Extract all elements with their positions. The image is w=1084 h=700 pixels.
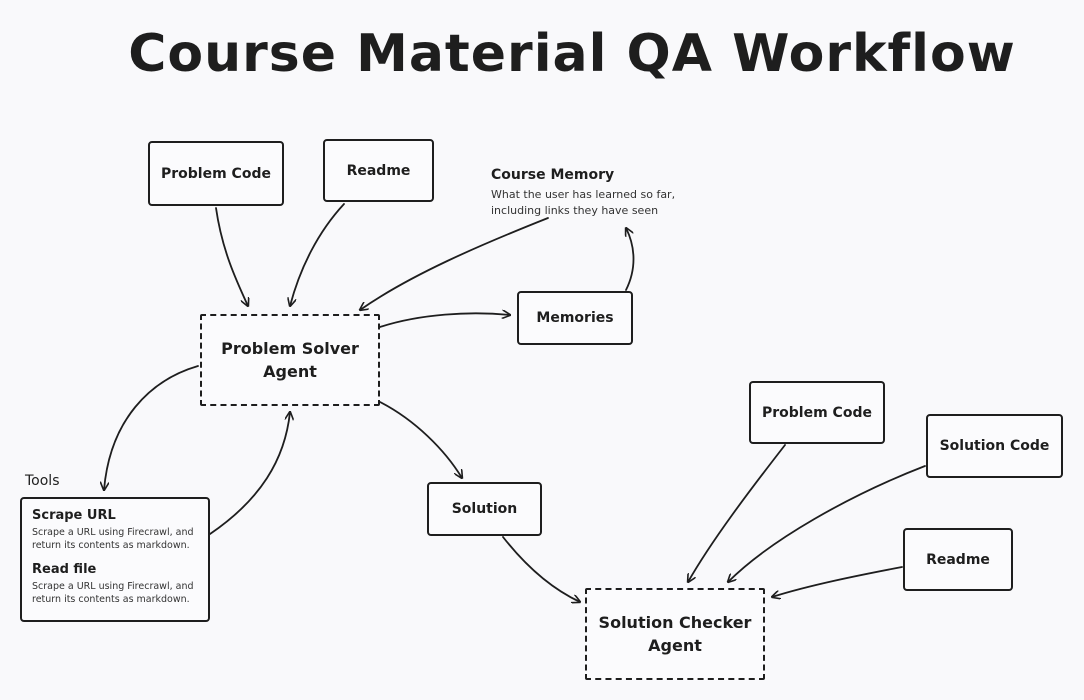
node-memories[interactable]: Memories: [517, 291, 633, 345]
tools-panel: Scrape URL Scrape a URL using Firecrawl,…: [20, 497, 210, 622]
node-solution-checker-agent[interactable]: Solution Checker Agent: [585, 588, 765, 680]
node-problem-code-top[interactable]: Problem Code: [148, 141, 284, 206]
arrow-coursememory-to-solver: [360, 217, 549, 310]
tools-heading: Tools: [25, 473, 60, 489]
node-readme-top[interactable]: Readme: [323, 139, 434, 202]
arrow-solver-to-solution: [379, 401, 462, 478]
node-readme-right[interactable]: Readme: [903, 528, 1013, 591]
arrow-tools-to-solver: [209, 412, 290, 535]
arrow-readme-to-solver: [290, 203, 345, 306]
tool-description: Scrape a URL using Firecrawl, and return…: [32, 580, 194, 605]
course-memory-heading: Course Memory: [491, 167, 615, 183]
arrow-solver-to-tools: [104, 365, 199, 490]
node-solution-code[interactable]: Solution Code: [926, 414, 1063, 478]
diagram-title: Course Material QA Workflow: [128, 24, 1016, 84]
node-problem-solver-agent[interactable]: Problem Solver Agent: [200, 314, 380, 406]
arrow-problemcode-to-solver: [215, 207, 248, 306]
course-memory-description: What the user has learned so far, includ…: [491, 188, 676, 217]
node-solution[interactable]: Solution: [427, 482, 542, 536]
tool-name: Scrape URL: [32, 508, 116, 523]
arrow-memories-to-coursememory: [626, 228, 635, 291]
tool-name: Read file: [32, 561, 97, 577]
arrow-solver-to-memories: [379, 313, 510, 328]
arrow-readme-right-to-checker: [772, 566, 903, 597]
tool-item-scrape-url[interactable]: Scrape URL Scrape a URL using Firecrawl,…: [32, 508, 198, 553]
node-problem-code-right[interactable]: Problem Code: [749, 381, 885, 444]
arrow-problemcode-right-to-checker: [688, 444, 786, 582]
tool-item-read-file[interactable]: Read file Scrape a URL using Firecrawl, …: [32, 562, 198, 607]
tool-description: Scrape a URL using Firecrawl, and return…: [32, 527, 194, 552]
arrow-solutioncode-to-checker: [728, 465, 926, 582]
arrow-solution-to-checker: [502, 536, 580, 602]
